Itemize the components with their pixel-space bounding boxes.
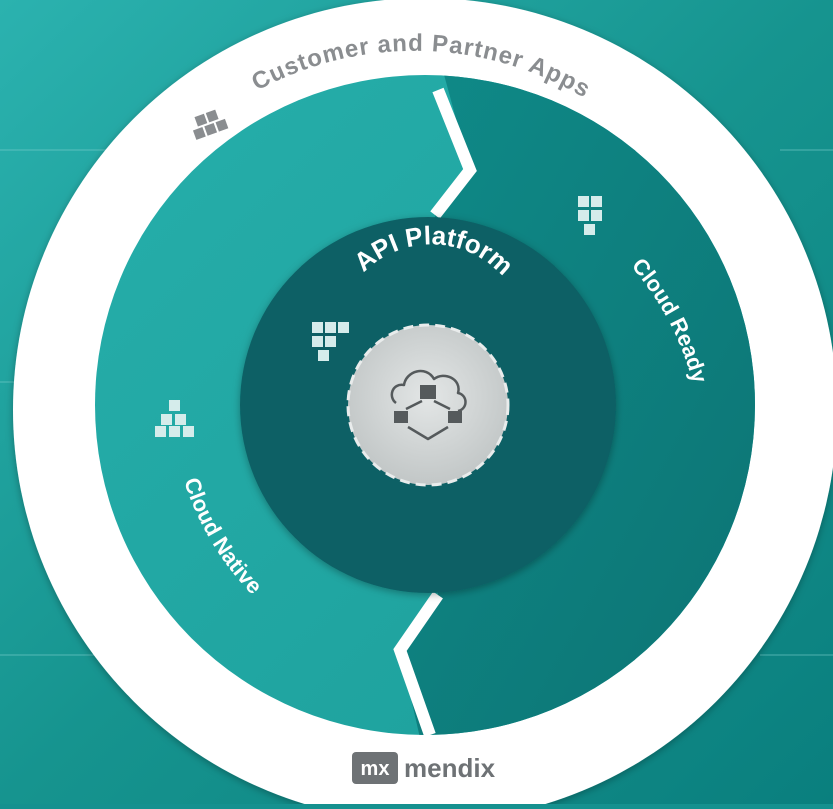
cubes-icon xyxy=(192,109,229,140)
cloud-network-icon xyxy=(390,369,467,441)
segment-divider-bottom xyxy=(393,591,443,737)
logo-mark-box xyxy=(352,752,398,784)
segment-divider-top xyxy=(430,87,477,219)
logo-mark: mx xyxy=(361,758,390,780)
cubes-icon xyxy=(578,196,602,235)
cubes-icon xyxy=(312,322,349,361)
cubes-icon xyxy=(155,400,194,437)
mendix-logo: mx mendix xyxy=(352,752,496,784)
core-circle xyxy=(346,323,510,487)
logo-word: mendix xyxy=(404,753,496,783)
